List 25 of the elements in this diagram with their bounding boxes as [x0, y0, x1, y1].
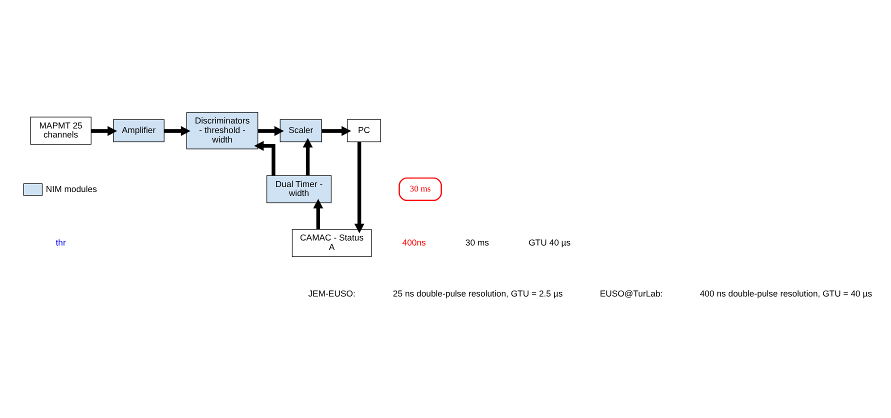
label: 25 ns double-pulse resolution, GTU = 2.5 µs	[392, 288, 563, 299]
node-box: Discriminators - threshold - width	[186, 112, 258, 150]
node-box: Dual Timer - width	[266, 175, 332, 204]
node-box: PC	[346, 119, 381, 142]
arrow	[322, 126, 352, 136]
legend-label: NIM modules	[46, 184, 97, 194]
label: 400 ns double-pulse resolution, GTU = 40 µs	[700, 288, 872, 299]
arrow	[164, 126, 190, 136]
arrow	[302, 138, 313, 176]
node-box: Scaler	[280, 119, 322, 142]
label: thr	[56, 237, 66, 248]
label: 30 ms	[465, 237, 489, 248]
arrow	[254, 140, 276, 176]
node-box: MAPMT 25 channels	[30, 116, 92, 145]
arrow	[313, 198, 324, 230]
arrow	[258, 126, 284, 136]
node-box: CAMAC - Status A	[292, 229, 372, 257]
arrow	[91, 126, 118, 136]
label: GTU 40 µs	[528, 237, 571, 248]
node-box: Amplifier	[113, 119, 164, 142]
label: JEM-EUSO:	[308, 288, 356, 299]
label: EUSO@TurLab:	[600, 288, 663, 299]
node-box: 30 ms	[398, 177, 442, 201]
arrow	[354, 142, 364, 234]
label: 400ns	[402, 237, 426, 248]
